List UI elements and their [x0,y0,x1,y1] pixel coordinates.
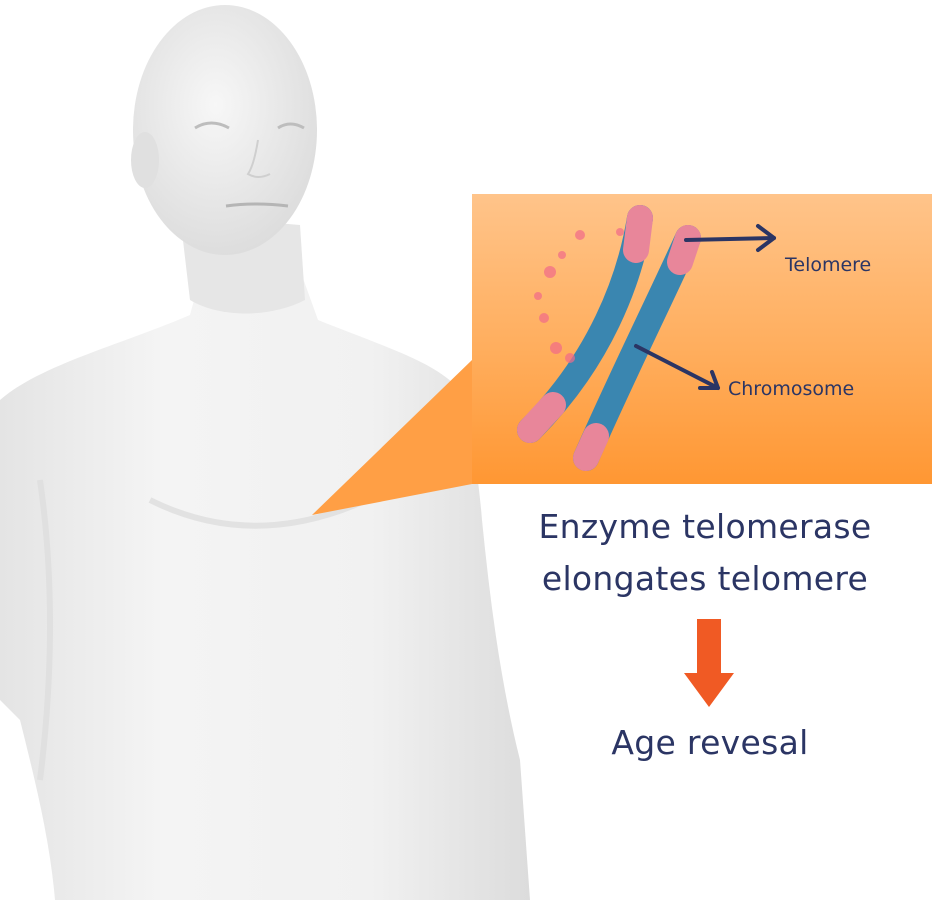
caption-line-1: Enzyme telomerase [470,507,932,546]
arrow-down-icon [684,619,734,709]
arrow-right-icon [686,226,774,250]
telomere-tip [636,218,640,250]
telomere-tip [530,405,553,430]
caption-line-2: elongates telomere [470,559,932,598]
result-caption: Age revesal [540,723,880,762]
telomere-tip [586,436,596,458]
telomere-label: Telomere [785,254,871,276]
chromosome-label: Chromosome [728,378,854,400]
arrow-right-icon [636,346,718,388]
